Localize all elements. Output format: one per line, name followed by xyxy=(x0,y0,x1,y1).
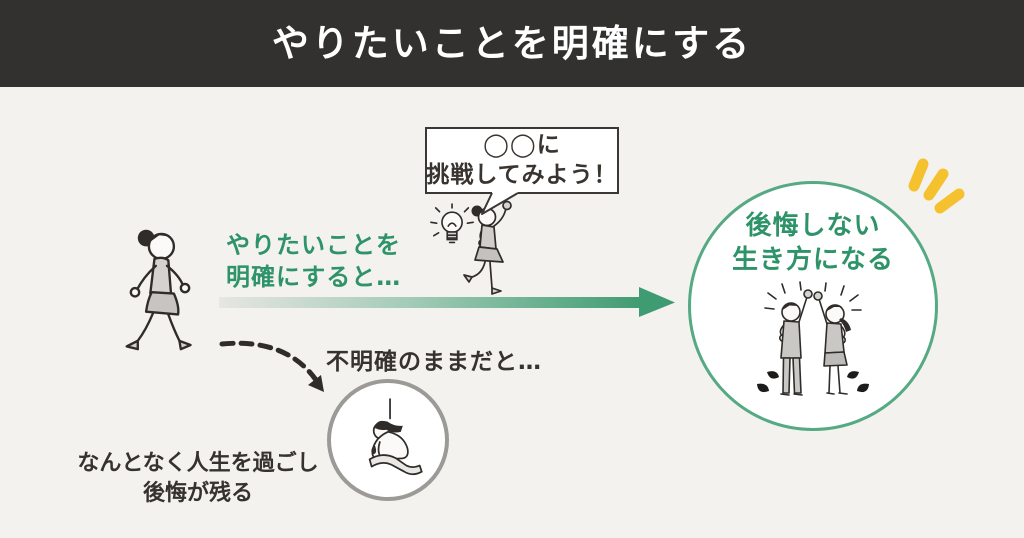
unclear-path-label: 不明確のままだと… xyxy=(326,349,542,375)
speech-bubble-tail xyxy=(481,192,519,215)
negative-outcome-label: なんとなく人生を過ごし 後悔が残る xyxy=(45,449,351,508)
page-title: やりたいことを明確にする xyxy=(271,22,753,65)
positive-outcome-circle: 後悔しない 生き方になる xyxy=(688,181,938,431)
gradient-right-arrow-icon xyxy=(219,287,675,317)
negative-outcome-line2: 後悔が残る xyxy=(142,480,253,506)
dejected-crouching-person-illustration xyxy=(368,398,423,476)
positive-outcome-label: 後悔しない 生き方になる xyxy=(732,210,894,278)
dashed-curved-down-arrow-icon xyxy=(219,340,324,392)
negative-outcome-circle xyxy=(327,379,449,501)
lightbulb-idea-icon xyxy=(430,203,474,244)
negative-outcome-line1: なんとなく人生を過ごし xyxy=(77,451,319,476)
header-banner: やりたいことを明確にする xyxy=(0,0,1024,87)
positive-outcome-line2: 生き方になる xyxy=(731,244,894,275)
clear-path-label-line2: 明確にすると… xyxy=(226,263,402,292)
positive-outcome-line1: 後悔しない xyxy=(745,211,881,241)
clear-path-label-line1: やりたいことを xyxy=(226,231,401,259)
walking-person-illustration xyxy=(125,229,192,351)
speech-bubble-line2: 挑戦してみよう！ xyxy=(426,161,618,188)
speech-bubble: ◯◯に 挑戦してみよう！ xyxy=(425,127,619,194)
two-people-cheering-illustration xyxy=(757,280,869,396)
speech-bubble-line1: ◯◯に xyxy=(483,131,561,158)
clear-path-label: やりたいことを 明確にすると… xyxy=(226,229,401,294)
yellow-emphasis-sparkle-icon xyxy=(908,158,965,214)
